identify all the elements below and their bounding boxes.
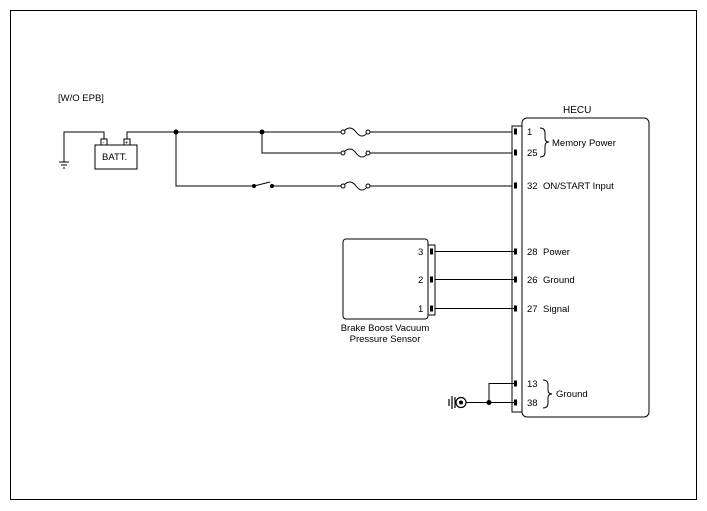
hecu-pin-25: 25 bbox=[527, 148, 538, 159]
sensor-name-line2: Pressure Sensor bbox=[350, 334, 421, 345]
power-label: Power bbox=[543, 247, 570, 258]
hecu-pin-32: 32 bbox=[527, 181, 538, 192]
hecu-pin-28: 28 bbox=[527, 247, 538, 258]
chassis-ground-icon bbox=[59, 161, 69, 169]
hecu-pin-terminal bbox=[514, 305, 517, 312]
hecu-pin-1: 1 bbox=[527, 127, 532, 138]
sensor-pin-terminal bbox=[430, 305, 433, 312]
ground-pair-label: Ground bbox=[556, 389, 588, 400]
hecu-pin-38: 38 bbox=[527, 398, 538, 409]
hecu-pin-terminal bbox=[514, 149, 517, 156]
hecu-pin-terminal bbox=[514, 399, 517, 406]
battery-negative-symbol: - bbox=[103, 141, 105, 147]
ignition-branch bbox=[175, 132, 252, 187]
battery-positive-wire bbox=[126, 131, 343, 139]
signal-label: Signal bbox=[543, 304, 569, 315]
hecu-title: HECU bbox=[563, 105, 591, 116]
sensor-pin-terminal bbox=[430, 248, 433, 255]
hecu-pin-terminal bbox=[514, 380, 517, 387]
hecu-pin-terminal bbox=[514, 128, 517, 135]
sensor-pin-3: 3 bbox=[418, 247, 423, 258]
hecu-pin-27: 27 bbox=[527, 304, 538, 315]
hecu-box bbox=[521, 117, 650, 418]
sensor-pin-1: 1 bbox=[418, 304, 423, 315]
fuse-icon bbox=[340, 148, 371, 158]
hecu-pin-terminal bbox=[514, 276, 517, 283]
sensor-pin-terminal bbox=[430, 276, 433, 283]
ground-point-icon bbox=[448, 396, 467, 409]
junction-dot bbox=[486, 400, 492, 405]
battery-positive-symbol: + bbox=[125, 141, 129, 147]
battery-body bbox=[94, 144, 138, 170]
battery-label: BATT. bbox=[102, 152, 127, 163]
ignition-switch-icon bbox=[252, 181, 274, 188]
memory-power-label: Memory Power bbox=[552, 138, 616, 149]
diagram-frame bbox=[10, 10, 697, 500]
memory-power-branch bbox=[261, 132, 343, 154]
sensor-box bbox=[342, 238, 429, 320]
ground-brace bbox=[542, 379, 553, 409]
hecu-pin-13: 13 bbox=[527, 379, 538, 390]
sensor-name-line1: Brake Boost Vacuum bbox=[341, 323, 430, 334]
ground-26-label: Ground bbox=[543, 275, 575, 286]
hecu-pin-terminal bbox=[514, 248, 517, 255]
hecu-pin-terminal bbox=[514, 182, 517, 189]
battery-ground-wire bbox=[63, 131, 105, 162]
fuse-icon bbox=[340, 181, 371, 191]
battery: - + BATT. bbox=[94, 138, 138, 170]
sensor-pin-2: 2 bbox=[418, 275, 423, 286]
variant-label: [W/O EPB] bbox=[58, 93, 104, 104]
hecu-ground-wire-13 bbox=[488, 383, 514, 403]
hecu-pin-26: 26 bbox=[527, 275, 538, 286]
hecu-connector-strip bbox=[511, 125, 523, 413]
on-start-input-label: ON/START Input bbox=[543, 181, 614, 192]
fuse-icon bbox=[340, 127, 371, 137]
memory-power-brace bbox=[539, 127, 550, 158]
